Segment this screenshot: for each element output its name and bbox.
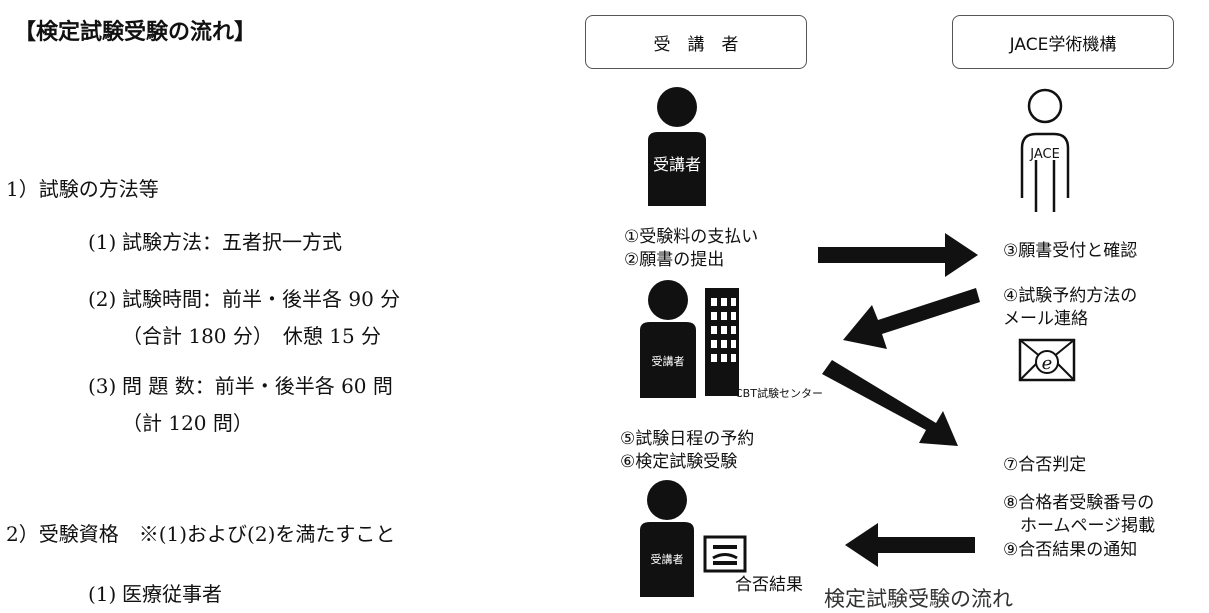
diagram-caption: 検定試験受験の流れ: [824, 587, 1013, 611]
email-icon: [1018, 338, 1076, 382]
person-icon: [640, 480, 694, 597]
item-text: 問 題 数：前半・後半各 60 問: [122, 374, 393, 398]
question-count-item: (3)問 題 数：前半・後半各 60 問: [88, 370, 393, 399]
item-number: (3): [88, 374, 117, 398]
jace-box: JACE学術機構: [952, 15, 1174, 69]
person-bottom-label: 受講者: [651, 552, 684, 566]
item-number: (2): [88, 287, 117, 311]
step-6-label: ⑥検定試験受験: [620, 452, 738, 472]
person-icon: [648, 87, 706, 206]
section-2-heading: 2）受験資格 ※(1)および(2)を満たすこと: [6, 522, 396, 546]
section-1-heading: 1）試験の方法等: [6, 177, 159, 201]
item-text: 試験時間：前半・後半各 90 分: [122, 287, 401, 311]
exam-time-subtext: （合計 180 分） 休憩 15 分: [122, 324, 382, 348]
step-8-label-line1: ⑧合格者受験番号の: [1003, 493, 1155, 513]
step-5-label: ⑤試験日程の予約: [620, 429, 755, 449]
question-count-subtext: （計 120 問）: [122, 411, 253, 435]
item-text: 医療従事者: [122, 582, 222, 606]
item-text: 試験方法：五者択一方式: [122, 230, 342, 254]
person-outline-icon: [1020, 88, 1070, 212]
step-4-label-line1: ④試験予約方法の: [1003, 286, 1138, 306]
exam-method-item: (1)試験方法：五者択一方式: [88, 226, 342, 255]
terminal-icon: [703, 535, 747, 573]
jace-label: JACE: [1029, 147, 1060, 162]
person-top-label: 受講者: [653, 155, 701, 174]
step-8-label-line2: ホームページ掲載: [1003, 516, 1156, 536]
arrow-right-icon: [822, 360, 958, 446]
step-7-label: ⑦合否判定: [1003, 455, 1087, 475]
item-number: (1): [88, 230, 117, 254]
document-title: 【検定試験受験の流れ】: [14, 19, 257, 45]
item-number: (1): [88, 582, 117, 606]
step-3-label: ③願書受付と確認: [1003, 241, 1138, 261]
arrow-left-icon: [845, 523, 975, 567]
step-1-label: ①受験料の支払い: [624, 227, 759, 247]
step-2-label: ②願書の提出: [624, 250, 725, 270]
exam-time-item: (2)試験時間：前半・後半各 90 分: [88, 283, 400, 312]
person-icon: [640, 280, 696, 398]
building-icon: [705, 288, 739, 396]
result-label: 合否結果: [735, 575, 803, 595]
step-9-label: ⑨合否結果の通知: [1003, 540, 1138, 560]
cbt-center-label: CBT試験センター: [735, 387, 823, 400]
email-symbol: e: [1042, 353, 1053, 374]
arrow-left-icon: [843, 288, 980, 349]
arrow-right-icon: [818, 233, 978, 277]
person-mid-label: 受講者: [652, 354, 685, 368]
student-box: 受 講 者: [585, 15, 807, 69]
qualification-item: (1)医療従事者: [88, 578, 222, 607]
step-4-label-line2: メール連絡: [1003, 309, 1088, 329]
